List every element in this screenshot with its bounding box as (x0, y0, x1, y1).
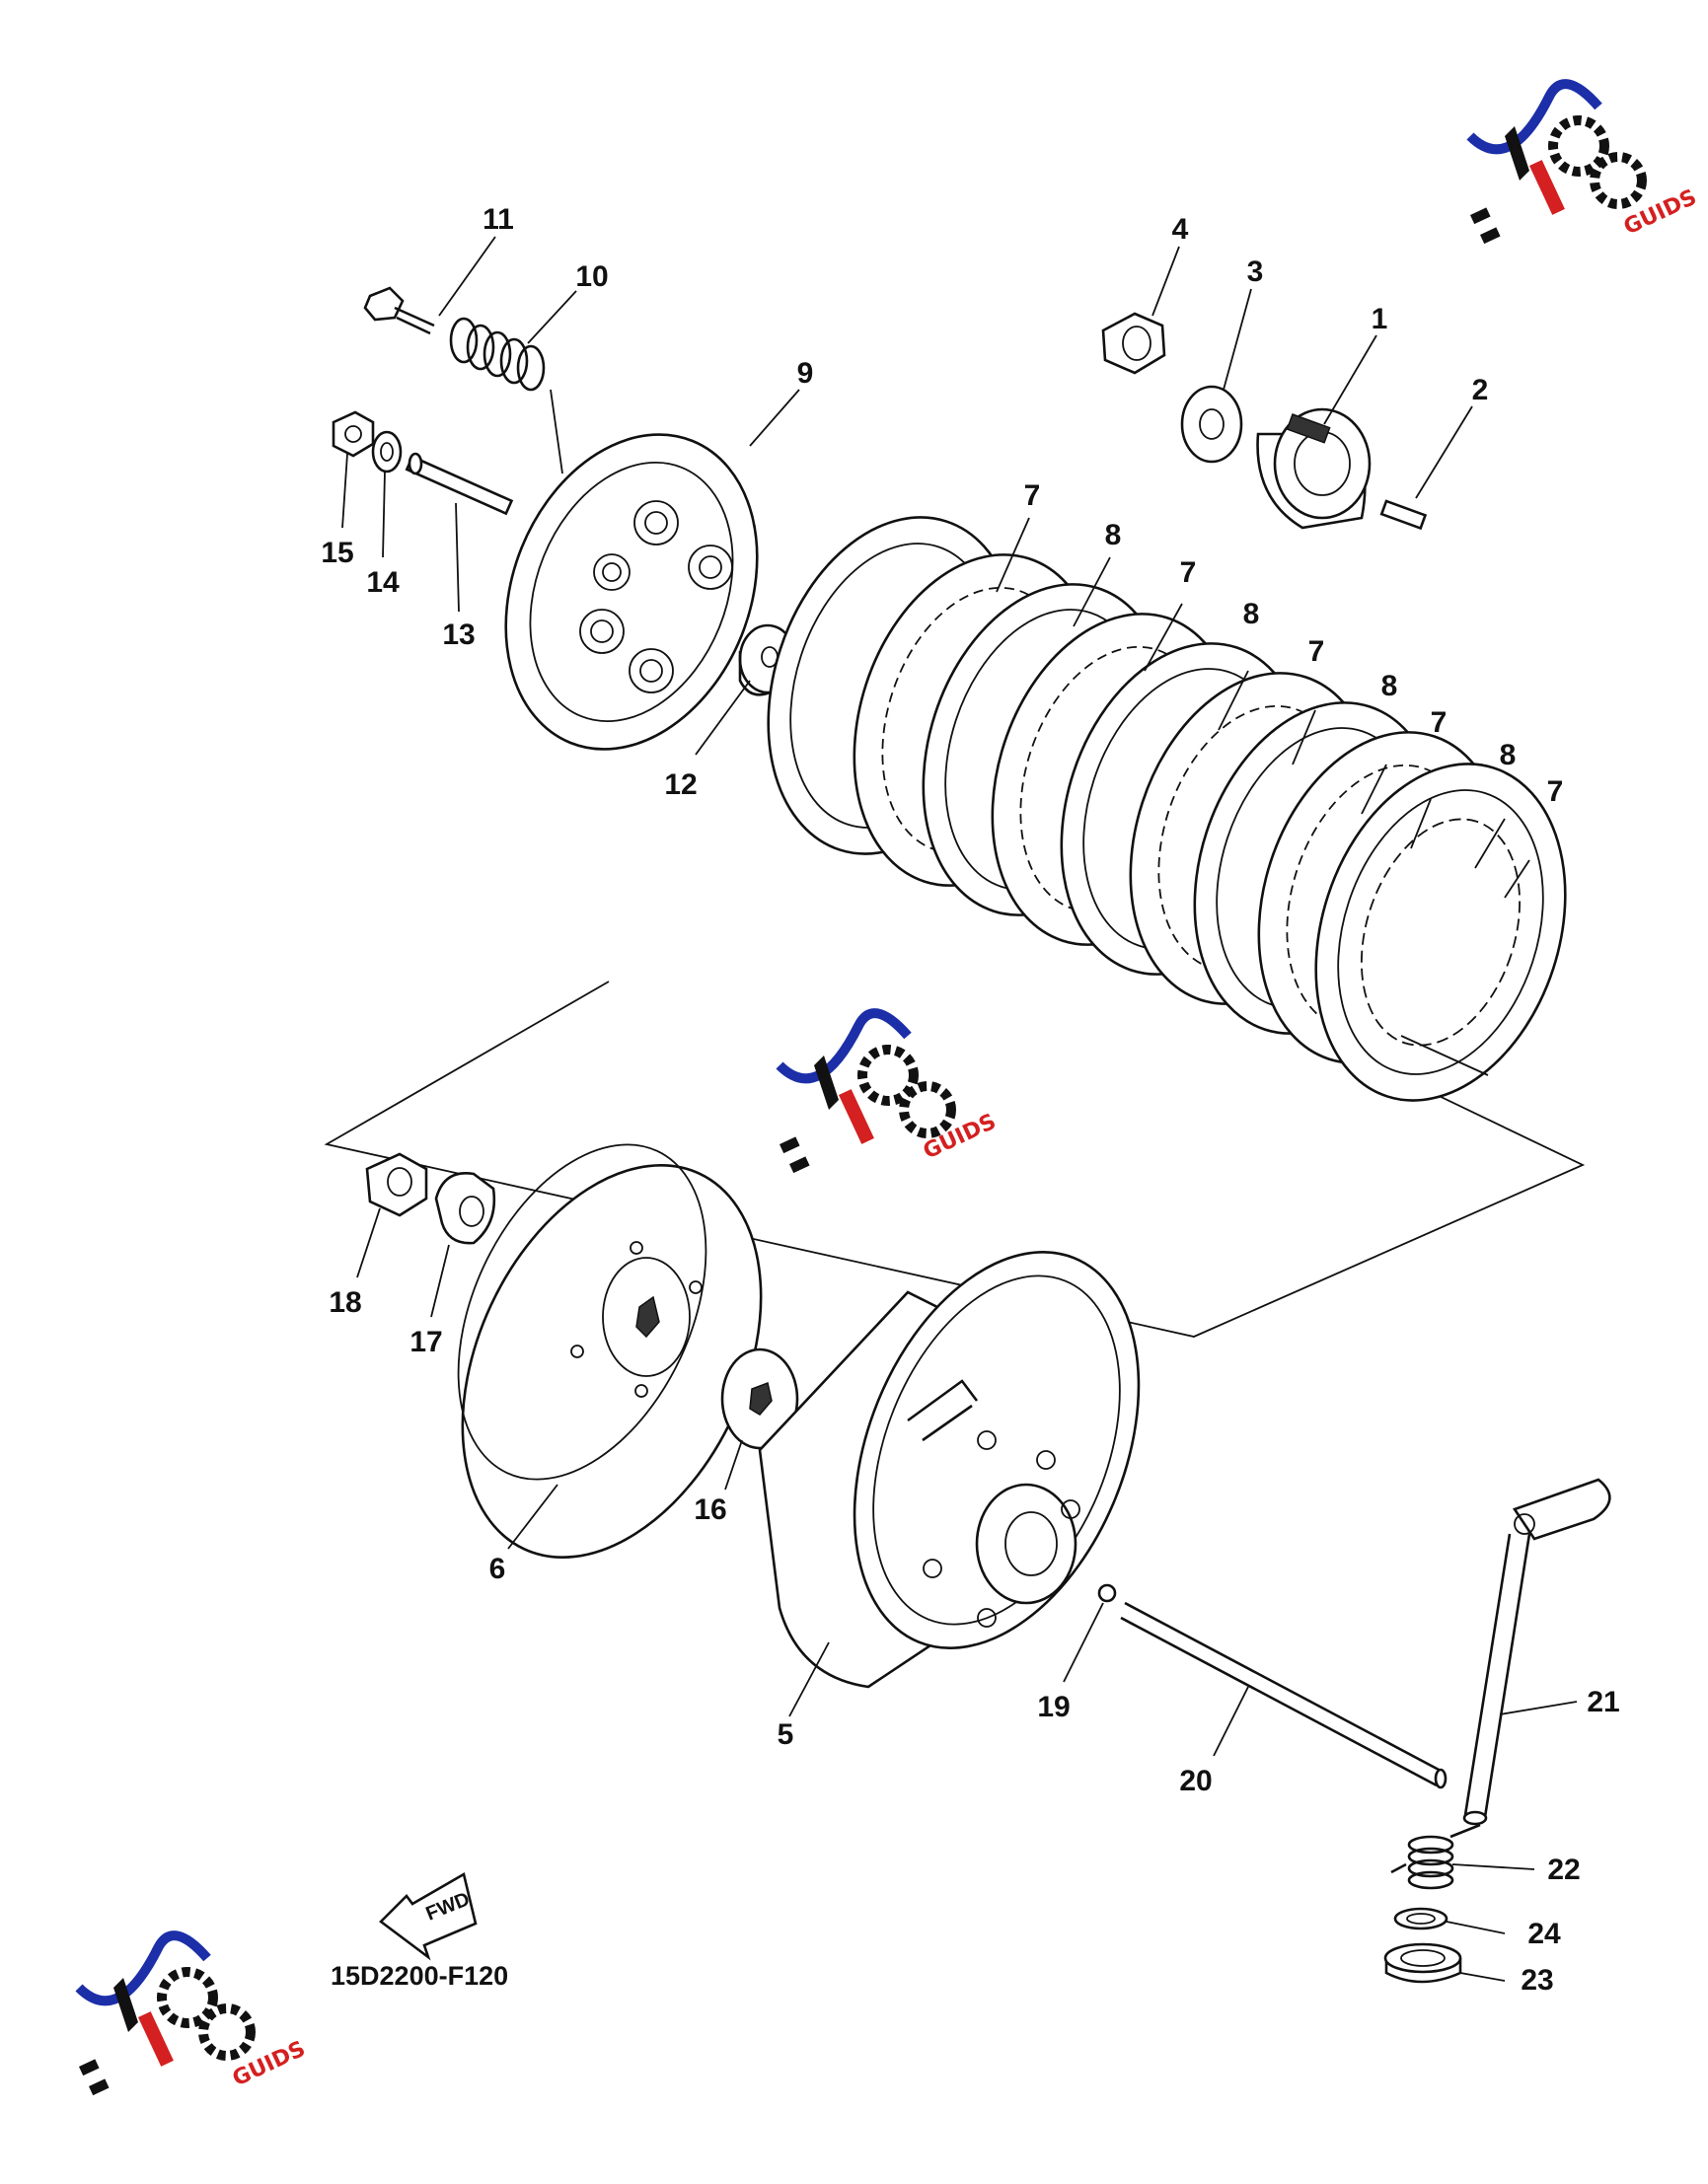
callout-17: 17 (409, 1326, 442, 1358)
washer-3 (1180, 385, 1243, 464)
washer-14 (371, 430, 403, 473)
callout-7a: 7 (1024, 479, 1041, 512)
spring-10 (449, 317, 563, 474)
thrust-washer-16 (720, 1347, 799, 1450)
watermark-logo-center: GUIDS (776, 1008, 1000, 1174)
callout-numbers: 1 2 3 4 5 6 7 7 7 7 7 8 8 8 8 9 10 11 12… (321, 203, 1619, 1997)
callout-3: 3 (1247, 255, 1264, 288)
callout-5: 5 (778, 1718, 794, 1751)
callout-22: 22 (1547, 1854, 1580, 1886)
callout-7b: 7 (1180, 556, 1197, 589)
callout-12: 12 (664, 768, 697, 801)
pressure-plate-9 (504, 433, 759, 751)
callout-1: 1 (1372, 303, 1388, 335)
ball-19 (1097, 1583, 1117, 1603)
collar-1 (1256, 407, 1372, 530)
callout-24: 24 (1527, 1918, 1561, 1950)
callout-9: 9 (797, 357, 814, 390)
callout-20: 20 (1179, 1765, 1212, 1797)
clutch-plate-stack (767, 516, 1567, 1102)
callout-15: 15 (321, 537, 353, 569)
return-spring-22 (1390, 1823, 1481, 1890)
lock-washer-17 (434, 1171, 496, 1245)
nut-18 (365, 1152, 428, 1217)
callout-23: 23 (1521, 1964, 1553, 1997)
leader-lines (341, 236, 1578, 1982)
callout-8d: 8 (1500, 739, 1517, 771)
callout-8a: 8 (1105, 519, 1122, 551)
callout-21: 21 (1587, 1686, 1619, 1718)
callout-8b: 8 (1243, 598, 1260, 630)
callout-14: 14 (366, 566, 400, 599)
callout-13: 13 (442, 619, 475, 651)
push-rod-20 (1120, 1601, 1448, 1789)
clutch-housing-5 (758, 1250, 1141, 1689)
watermark-sub-2: GUIDS (920, 1110, 1000, 1165)
callout-7e: 7 (1547, 775, 1564, 808)
bolt-11 (363, 286, 435, 335)
callout-8c: 8 (1381, 670, 1398, 702)
callout-7d: 7 (1431, 706, 1448, 739)
callout-18: 18 (329, 1286, 361, 1319)
part-code: 15D2200-F120 (331, 1961, 508, 1991)
oil-seal-23 (1383, 1942, 1462, 1984)
callout-2: 2 (1472, 374, 1489, 406)
callout-6: 6 (489, 1553, 506, 1585)
callout-4: 4 (1172, 213, 1189, 246)
callout-11: 11 (483, 203, 514, 236)
friction-plate-7e (1314, 763, 1567, 1102)
group-outline (324, 981, 1586, 1338)
watermark-logo-bottom-left: GUIDS (75, 1930, 309, 2096)
nut-15 (332, 410, 375, 458)
key-2 (1379, 499, 1428, 531)
push-lever-21 (1462, 1478, 1611, 1826)
callout-7c: 7 (1308, 635, 1325, 668)
push-rod-13 (405, 452, 514, 516)
washer-24 (1393, 1907, 1448, 1930)
callout-16: 16 (694, 1493, 726, 1526)
nut-4 (1101, 312, 1166, 375)
callout-19: 19 (1037, 1691, 1070, 1723)
watermark-logo-top-right: GUIDS (1466, 79, 1700, 245)
callout-10: 10 (575, 260, 608, 293)
fwd-arrow-icon: FWD (379, 1872, 478, 1961)
